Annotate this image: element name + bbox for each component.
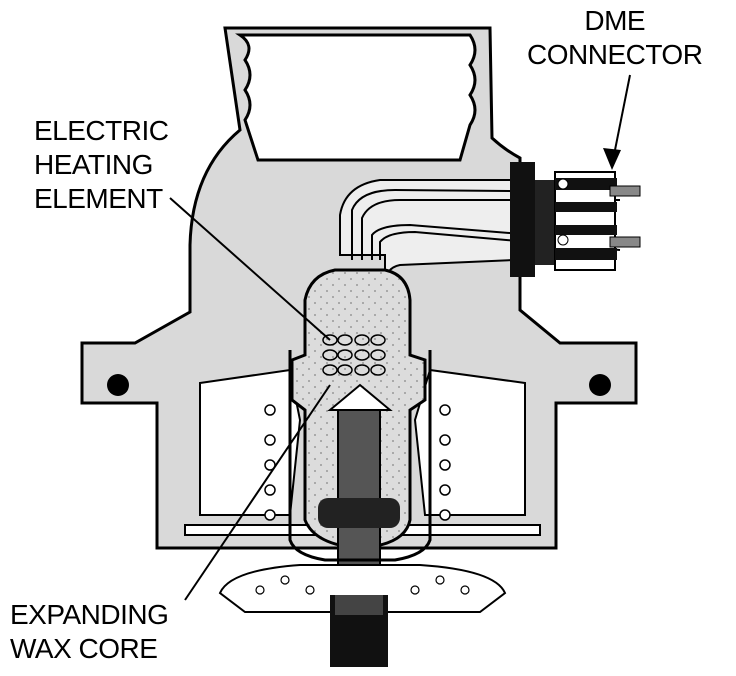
capsule-outer-shell [288,350,432,562]
dme-connector-label-line-1: DME [584,5,646,36]
o-ring-left [107,374,129,396]
rod-sleeve [318,498,400,528]
valve-disc [218,564,507,613]
heating-element-label-line-2: HEATING [34,149,153,180]
valve-disc-holes [255,575,470,595]
spring-dots [264,404,451,521]
wax-core-label-line-1: EXPANDING [10,599,169,630]
heating-element-label-line-1: ELECTRIC [34,115,169,146]
wax-core-label-line-2: WAX CORE [10,633,158,664]
o-ring-right [589,374,611,396]
heating-element-coils [322,334,386,376]
dme-connector-label: DME CONNECTOR [527,4,703,72]
dme-connector-block [510,162,641,277]
dme-arrowhead [603,148,621,170]
rod-tip [327,383,393,411]
heating-element-label: ELECTRIC HEATING ELEMENT [34,114,169,216]
heating-element-label-line-3: ELEMENT [34,183,163,214]
wax-core-label: EXPANDING WAX CORE [10,598,169,666]
wires [351,188,621,260]
dme-connector-label-line-2: CONNECTOR [527,39,703,70]
top-cup [235,33,477,162]
